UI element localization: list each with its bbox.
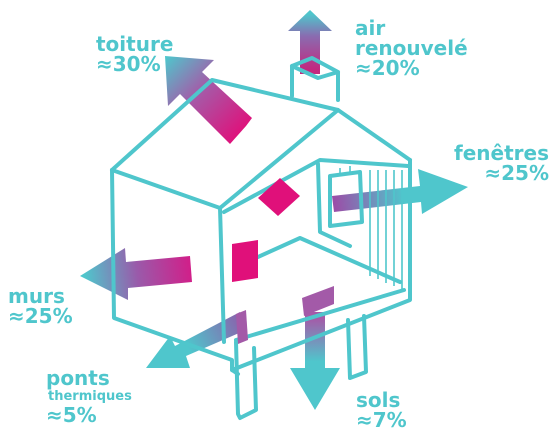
label-ponts: ponts thermiques ≈5%	[46, 368, 132, 425]
label-air-value: ≈20%	[355, 56, 420, 80]
windows-heat-arrow	[332, 169, 468, 214]
air-heat-arrow	[288, 10, 332, 74]
label-ponts-value: ≈5%	[46, 403, 97, 427]
label-toiture-name: toiture	[96, 32, 174, 56]
label-sols: sols ≈7%	[356, 390, 407, 430]
label-toiture: toiture ≈30%	[96, 34, 173, 74]
label-fenetres: fenêtres ≈25%	[454, 143, 549, 183]
label-murs-value: ≈25%	[8, 304, 73, 328]
heat-patches	[232, 178, 334, 344]
roof-heat-arrow	[165, 56, 252, 144]
label-murs: murs ≈25%	[8, 286, 73, 326]
label-fenetres-name: fenêtres	[454, 141, 549, 165]
thermal-bridge-heat-arrow	[146, 312, 246, 368]
floor-heat-arrow	[290, 312, 340, 410]
room-hatching	[339, 166, 403, 289]
label-air: air renouvelé ≈20%	[355, 18, 468, 78]
label-air-line2: renouvelé	[355, 36, 468, 60]
house-outline	[110, 56, 412, 420]
label-ponts-line2: thermiques	[48, 389, 132, 404]
label-fenetres-value: ≈25%	[484, 161, 549, 185]
label-murs-name: murs	[8, 284, 65, 308]
label-toiture-value: ≈30%	[96, 52, 161, 76]
label-ponts-line1: ponts	[46, 366, 110, 390]
label-air-line1: air	[355, 16, 386, 40]
walls-heat-arrow	[80, 248, 192, 300]
label-sols-value: ≈7%	[356, 408, 407, 432]
label-sols-name: sols	[356, 388, 401, 412]
